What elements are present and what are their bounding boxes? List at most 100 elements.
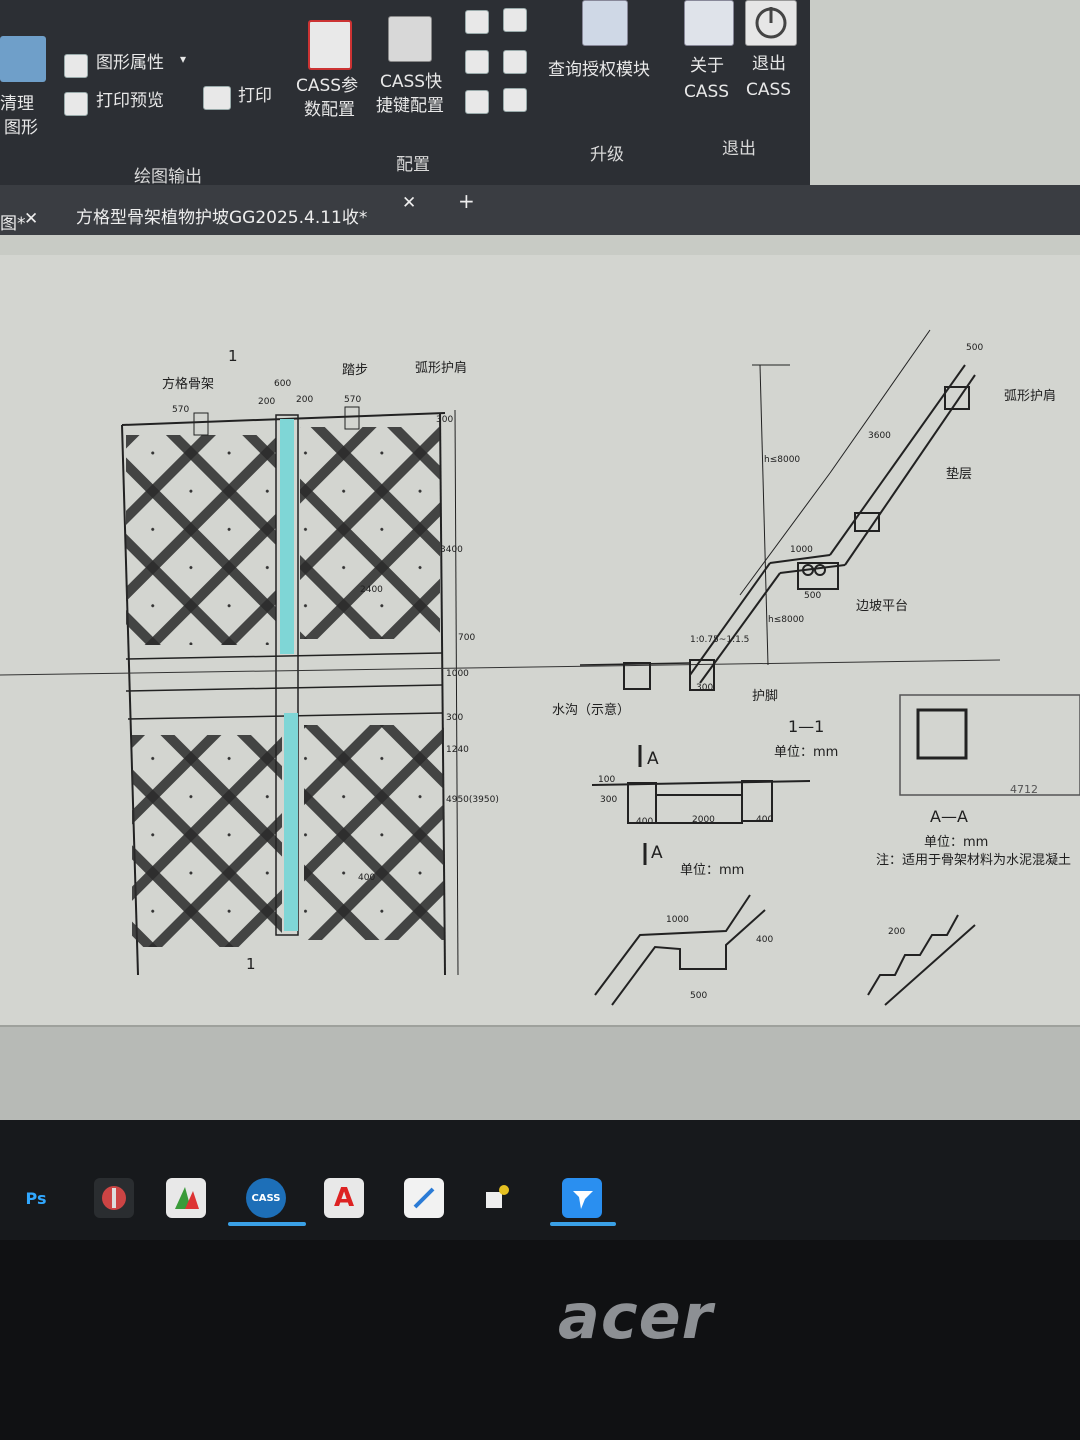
dim-2000-section2: 2000 xyxy=(692,815,715,825)
notepad-icon[interactable] xyxy=(404,1178,444,1218)
section-1-1-unit: 单位：mm xyxy=(774,745,839,760)
cass-params-icon[interactable] xyxy=(308,20,352,70)
feishu-icon[interactable] xyxy=(562,1178,602,1218)
print-button[interactable]: 打印 xyxy=(238,86,272,106)
cass-shortcut-label-1[interactable]: CASS快 xyxy=(380,72,443,92)
cass-shortcut-icon[interactable] xyxy=(388,16,432,62)
acer-logo: acer xyxy=(558,1280,714,1353)
document-tab-bar: 图* ✕ 方格型骨架植物护坡GG2025.4.11收* ✕ + xyxy=(0,185,1080,235)
drawing-sheet: 方格骨架 踏步 弧形护肩 1 1 570 600 200 200 570 300… xyxy=(0,255,1080,1025)
tool-icon-1[interactable] xyxy=(465,10,489,34)
dim-500-platform: 500 xyxy=(690,991,708,1001)
lattice-panel-upper-right xyxy=(300,427,440,639)
clear-graphic-label-1[interactable]: 清理 xyxy=(0,94,34,114)
chevron-down-icon[interactable]: ▾ xyxy=(180,52,187,66)
tab-previous-document[interactable]: 图* xyxy=(0,214,26,234)
section-1-mark-bottom: 1 xyxy=(246,955,256,973)
graphic-properties-icon[interactable] xyxy=(64,54,88,78)
section-1-1-title: 1—1 xyxy=(788,717,825,736)
print-preview-button[interactable]: 打印预览 xyxy=(96,91,164,111)
photoshop-icon[interactable]: Ps xyxy=(25,1188,47,1208)
print-preview-icon[interactable] xyxy=(64,92,88,116)
monitor-screen: 清理 图形 图形属性 ▾ 打印预览 打印 CASS参 数配置 CASS快 捷键配… xyxy=(0,0,1080,1240)
dim-4712: 4712 xyxy=(1010,783,1038,796)
dim-200-step: 200 xyxy=(888,927,906,937)
app-icon-3[interactable] xyxy=(166,1178,206,1218)
label-cushion: 垫层 xyxy=(946,467,973,482)
dim-300-top: 300 xyxy=(436,415,454,425)
autocad-label: A xyxy=(333,1183,355,1213)
step-detail-view xyxy=(867,914,976,1006)
app-icon-7[interactable] xyxy=(476,1178,516,1218)
platform-detail-view xyxy=(594,894,766,1006)
wrench-icon xyxy=(102,1186,126,1210)
section-1-mark-top: 1 xyxy=(228,347,238,365)
chart-app-icon xyxy=(175,1187,199,1209)
about-cass-label-1[interactable]: 关于 xyxy=(690,56,724,76)
label-toe-wall: 护脚 xyxy=(752,689,779,704)
clear-graphic-label-2[interactable]: 图形 xyxy=(4,118,38,138)
print-icon[interactable] xyxy=(203,86,231,110)
dim-400-main: 400 xyxy=(358,873,376,883)
lattice-panel-lower-left xyxy=(132,735,282,947)
exit-cass-label-1[interactable]: 退出 xyxy=(752,54,786,74)
windows-taskbar: Ps CASS A xyxy=(0,1120,1080,1240)
section-a-mark-bottom: A xyxy=(651,843,663,863)
drawing-canvas[interactable]: 方格骨架 踏步 弧形护肩 1 1 570 600 200 200 570 300… xyxy=(0,235,1080,1025)
cad-drawing xyxy=(0,329,1080,1006)
tool-icon-3[interactable] xyxy=(465,50,489,74)
tool-icon-5[interactable] xyxy=(465,90,489,114)
cass-params-label-1[interactable]: CASS参 xyxy=(296,76,359,96)
tool-icon-6[interactable] xyxy=(503,88,527,112)
step-stair-strip-upper xyxy=(280,419,294,654)
section-2-2-view xyxy=(591,745,811,865)
dim-h8000-lower: h≤8000 xyxy=(768,615,805,625)
dim-200-right: 200 xyxy=(296,395,314,405)
cass-running-indicator xyxy=(228,1222,306,1226)
dim-500-section: 500 xyxy=(804,591,822,601)
close-icon[interactable]: ✕ xyxy=(24,209,39,229)
about-cass-icon[interactable] xyxy=(684,0,734,46)
section-a-a-unit: 单位：mm xyxy=(924,835,989,850)
label-slope-platform: 边坡平台 xyxy=(856,599,909,614)
cass-params-label-2[interactable]: 数配置 xyxy=(304,100,355,120)
query-auth-icon[interactable] xyxy=(582,0,628,46)
dim-3400: 3400 xyxy=(440,545,463,555)
add-tab-icon[interactable]: + xyxy=(458,189,475,213)
dim-200-left: 200 xyxy=(258,397,276,407)
section-a-mark-top: A xyxy=(647,749,659,769)
laptop-bezel xyxy=(0,1240,1080,1440)
app-icon-2[interactable] xyxy=(94,1178,134,1218)
query-auth-button[interactable]: 查询授权模块 xyxy=(548,60,650,80)
arrow-app-icon xyxy=(573,1191,593,1209)
clear-graphic-icon[interactable] xyxy=(0,36,46,82)
tool-icon-2[interactable] xyxy=(503,8,527,32)
lattice-panel-lower-right xyxy=(304,725,444,940)
cass-app-label: CASS xyxy=(251,1192,281,1204)
step-stair-strip-lower xyxy=(284,713,298,931)
about-cass-label-2[interactable]: CASS xyxy=(684,82,730,102)
group-upgrade: 升级 xyxy=(590,145,624,165)
dim-3600: 3600 xyxy=(868,431,891,441)
label-arc-shoulder: 弧形护肩 xyxy=(415,361,468,376)
drawing-note: 注：适用于骨架材料为水泥混凝土 xyxy=(876,853,1072,868)
dim-500-top: 500 xyxy=(966,343,984,353)
autocad-icon[interactable]: A xyxy=(324,1178,364,1218)
tab-active-document[interactable]: 方格型骨架植物护坡GG2025.4.11收* xyxy=(76,208,368,228)
cass-app-icon[interactable]: CASS xyxy=(246,1178,286,1218)
exit-cass-label-2[interactable]: CASS xyxy=(746,80,792,100)
dim-1000-main: 1000 xyxy=(446,669,469,679)
group-plot-output: 绘图输出 xyxy=(134,167,202,187)
dim-400-platform: 400 xyxy=(756,935,774,945)
dim-600: 600 xyxy=(274,379,292,389)
cass-shortcut-label-2[interactable]: 捷键配置 xyxy=(376,96,444,116)
power-icon[interactable] xyxy=(745,0,797,46)
graphic-properties-button[interactable]: 图形属性 xyxy=(96,53,164,73)
dim-300-section2: 300 xyxy=(600,795,618,805)
tool-icon-4[interactable] xyxy=(503,50,527,74)
close-icon[interactable]: ✕ xyxy=(402,193,417,213)
dim-800-toe: 300 xyxy=(696,683,714,693)
feishu-running-indicator xyxy=(550,1222,616,1226)
dim-1000-section: 1000 xyxy=(790,545,813,555)
dim-4950: 4950(3950) xyxy=(446,795,499,805)
